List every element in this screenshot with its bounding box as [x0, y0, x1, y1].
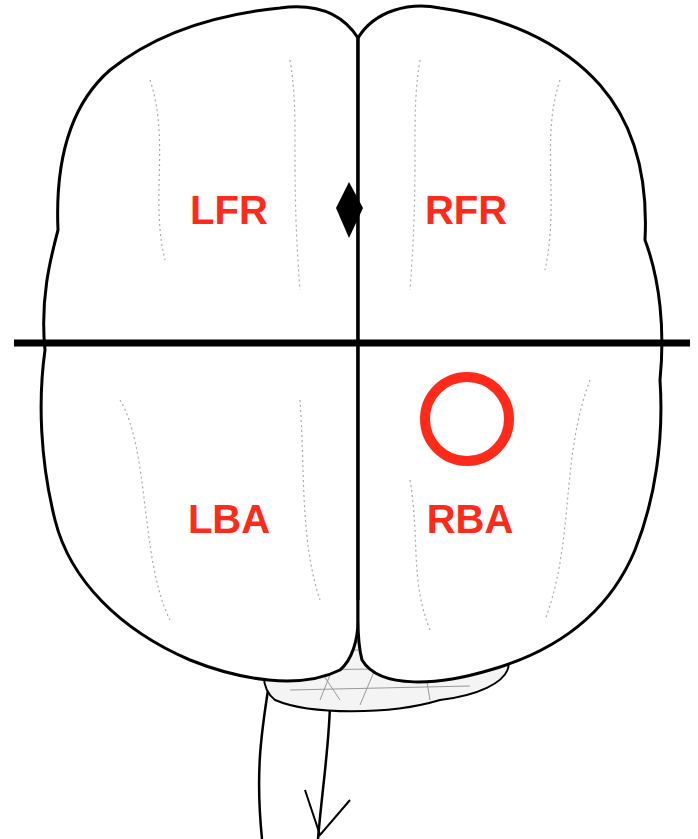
lesion-circle: [425, 377, 509, 461]
brainstem-outline: [259, 690, 330, 839]
brainstem-detail: [305, 790, 350, 835]
region-label: LBA: [188, 499, 270, 539]
region-label: RFR: [425, 190, 507, 230]
midline: [357, 38, 360, 600]
midline-marker: [336, 182, 363, 238]
region-label: RBA: [427, 499, 514, 539]
region-label: LFR: [190, 190, 268, 230]
divider-line: [14, 340, 690, 347]
